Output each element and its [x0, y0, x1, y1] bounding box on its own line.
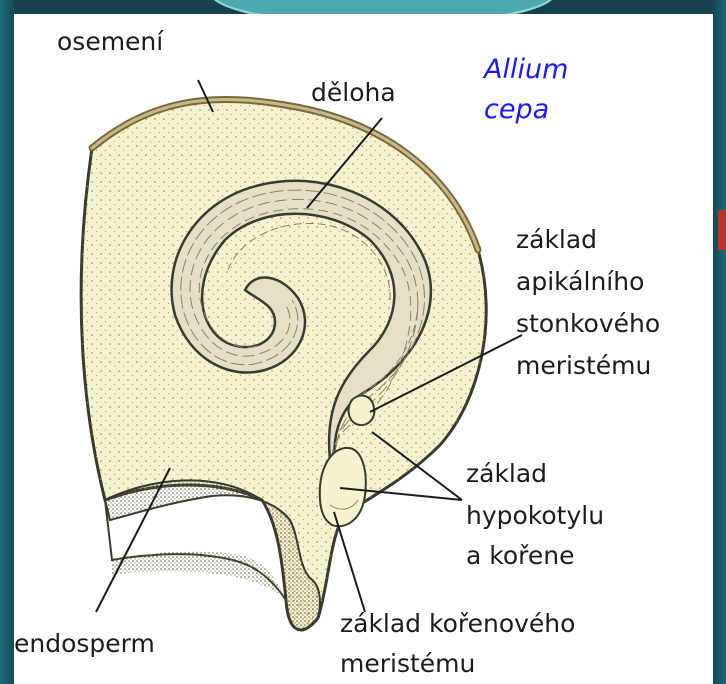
- leader-root-meristem: [334, 512, 365, 612]
- apical-meristem-primordium: [349, 396, 375, 425]
- label-hypocotyl-line2: hypokotylu: [466, 501, 604, 530]
- label-root-meristem-line1: základ kořenového: [340, 609, 575, 638]
- label-osemeni: osemení: [57, 27, 164, 56]
- label-root-meristem-line2: meristému: [340, 649, 475, 678]
- label-hypocotyl-line3: a kořene: [466, 541, 574, 570]
- species-name-line1: Allium: [482, 54, 568, 85]
- label-endosperm: endosperm: [14, 629, 155, 658]
- label-hypocotyl-line1: základ: [466, 459, 547, 488]
- label-deloha: děloha: [311, 78, 396, 107]
- species-name-line2: cepa: [484, 94, 549, 125]
- label-apical-line4: meristému: [516, 351, 651, 380]
- label-apical-line1: základ: [516, 225, 597, 254]
- label-apical-line2: apikálního: [516, 267, 644, 296]
- label-apical-line3: stonkového: [516, 309, 660, 338]
